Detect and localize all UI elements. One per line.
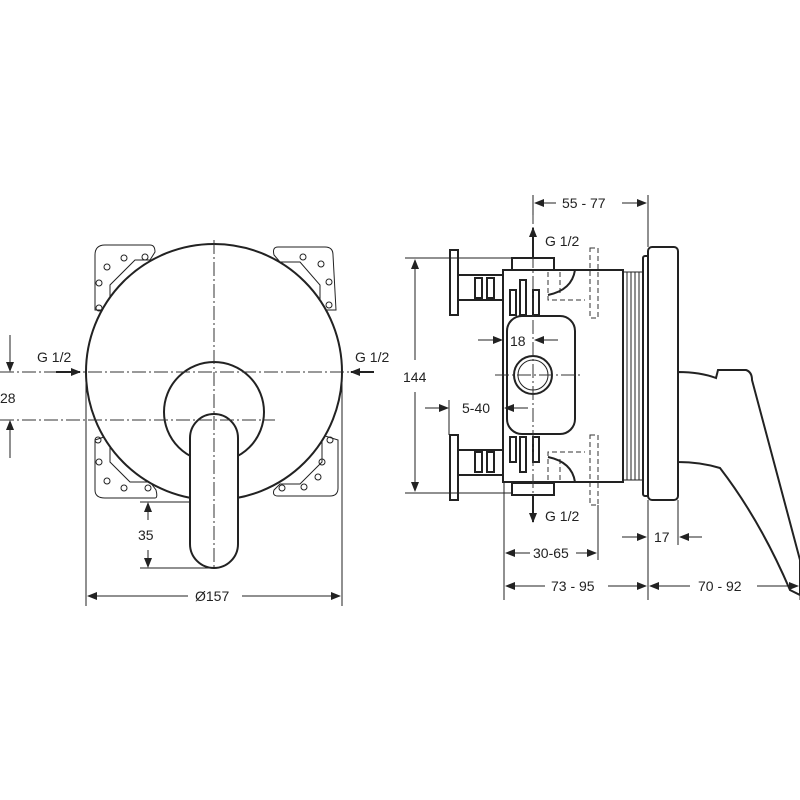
- mounting-brackets: [94, 244, 339, 499]
- handle-dim: 70 - 92: [698, 578, 742, 594]
- front-view: 28 G 1/2 G 1/2 35 Ø157: [0, 240, 389, 606]
- diameter-dim: Ø157: [195, 588, 229, 604]
- inlet-left-label: G 1/2: [37, 349, 71, 365]
- height-dim: 144: [403, 369, 427, 385]
- lever-dim: 35: [138, 527, 154, 543]
- wall-depth-dim: 73 - 95: [551, 578, 595, 594]
- handle: [677, 369, 800, 597]
- bottom-outlet-label: G 1/2: [545, 508, 579, 524]
- thread: [622, 271, 644, 481]
- adjust-dim: 5-40: [462, 400, 490, 416]
- top-outlet-label: G 1/2: [545, 233, 579, 249]
- cover-plate: [647, 246, 679, 501]
- side-view: G 1/2 G 1/2 55 - 77 144 18 5-40 30-65 73…: [403, 195, 800, 600]
- inlet-right-label: G 1/2: [355, 349, 389, 365]
- body-dim: 30-65: [533, 545, 569, 561]
- spindle-dim: 18: [510, 333, 526, 349]
- plate-dim: 17: [654, 529, 670, 545]
- offset-dim: 28: [0, 390, 16, 406]
- depth-dim-top: 55 - 77: [562, 195, 606, 211]
